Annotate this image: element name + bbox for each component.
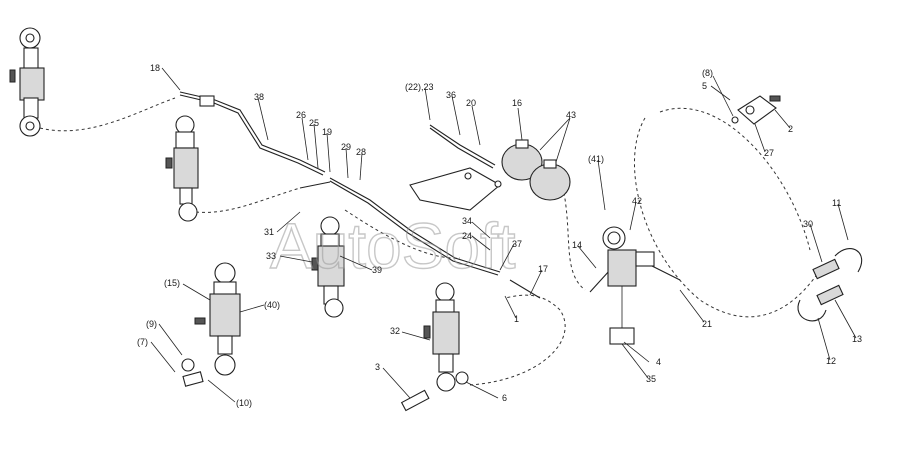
label-13: 13 — [852, 334, 862, 344]
label-37: 37 — [512, 239, 522, 249]
cylinder-center — [311, 216, 345, 318]
cylinder-bottom-left — [181, 262, 241, 387]
label-39: 39 — [372, 265, 382, 275]
label-2: 2 — [788, 124, 793, 134]
label-5: 5 — [702, 81, 707, 91]
label-9: (9) — [146, 319, 157, 329]
flange — [731, 95, 781, 125]
accumulators — [501, 139, 571, 201]
cylinder-bottom-center — [400, 282, 469, 412]
label-31: 31 — [264, 227, 274, 237]
label-4: 4 — [656, 357, 661, 367]
label-34: 34 — [462, 216, 472, 226]
label-41: (41) — [588, 154, 604, 164]
label-11: 11 — [832, 198, 841, 208]
leader-lines — [150, 67, 857, 403]
part-labels: 18 38 26 25 19 29 28 (22),23 36 20 16 43… — [137, 63, 862, 408]
label-28: 28 — [356, 147, 366, 157]
label-43: 43 — [566, 110, 576, 120]
label-7: (7) — [137, 337, 148, 347]
label-15: (15) — [164, 278, 180, 288]
label-35: 35 — [646, 374, 656, 384]
cylinder-top-left — [9, 27, 45, 137]
label-25: 25 — [309, 118, 319, 128]
label-20: 20 — [466, 98, 476, 108]
watermark-text: AutoSoft — [270, 210, 516, 282]
label-29: 29 — [341, 142, 351, 152]
label-18: 18 — [150, 63, 160, 73]
label-22-23: (22),23 — [405, 82, 434, 92]
label-10: (10) — [236, 398, 252, 408]
label-19: 19 — [322, 127, 332, 137]
label-21: 21 — [702, 319, 712, 329]
label-12: 12 — [826, 356, 836, 366]
mounting-plate — [409, 167, 502, 211]
label-17: 17 — [538, 264, 548, 274]
label-26: 26 — [296, 110, 306, 120]
couplings — [797, 248, 863, 322]
label-3: 3 — [375, 362, 380, 372]
label-40: (40) — [264, 300, 280, 310]
valve-block — [602, 226, 655, 345]
cylinder-center-left — [165, 95, 215, 222]
label-8: (8) — [702, 68, 713, 78]
label-36: 36 — [446, 90, 456, 100]
label-33: 33 — [266, 251, 276, 261]
label-14: 14 — [572, 240, 582, 250]
label-30: 30 — [803, 219, 813, 229]
label-27: 27 — [764, 148, 774, 158]
hoses — [39, 97, 821, 386]
label-32: 32 — [390, 326, 400, 336]
label-1: 1 — [514, 314, 519, 324]
label-38: 38 — [254, 92, 264, 102]
label-16: 16 — [512, 98, 522, 108]
label-6: 6 — [502, 393, 507, 403]
label-24: 24 — [462, 231, 472, 241]
label-42: 42 — [632, 196, 642, 206]
